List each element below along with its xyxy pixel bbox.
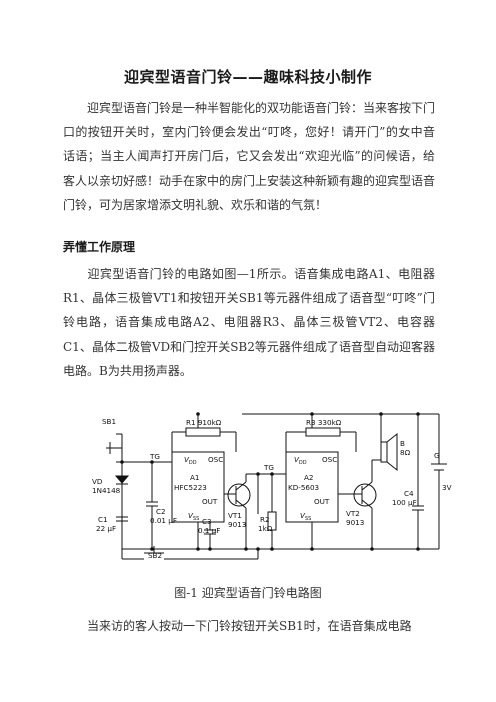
document-title: 迎宾型语音门铃——趣味科技小制作 — [123, 68, 372, 86]
label-a1: A1 — [190, 473, 200, 482]
label-vt1: VT1 — [228, 511, 242, 520]
label-r1: R1 910kΩ — [186, 418, 222, 427]
label-out2: OUT — [314, 497, 330, 506]
label-osc1: OSC — [208, 455, 223, 464]
circuit-diagram: SB1 VD 1N4148 C1 22 μF R1 910kΩ TG VDD O… — [92, 412, 452, 560]
label-b-value: 8Ω — [400, 448, 411, 457]
figure-caption: 图-1 迎宾型语音门铃电路图 — [174, 586, 322, 600]
label-r3: R3 330kΩ — [306, 418, 342, 427]
label-tg1: TG — [149, 452, 160, 461]
label-vdd2: VDD — [294, 455, 307, 466]
paragraph-intro-text: 迎宾型语音门铃是一种半智能化的双功能语音门铃：当来客按下门口的按钮开关时，室内门… — [63, 101, 436, 212]
label-c3-value: 0.1 μF — [198, 526, 220, 535]
label-tg2: TG — [263, 463, 274, 472]
label-g-value: 3V — [442, 483, 452, 492]
label-c1-value: 22 μF — [96, 524, 116, 533]
label-c3: C3 — [202, 517, 212, 526]
label-vt2-part: 9013 — [346, 518, 364, 527]
label-c2-value: 0.01 μF — [150, 516, 177, 525]
paragraph-principle: 迎宾型语音门铃的电路如图—1所示。语音集成电路A1、电阻器R1、晶体三极管VT1… — [63, 262, 435, 383]
label-sb1: SB1 — [102, 417, 116, 426]
paragraph-principle-text: 迎宾型语音门铃的电路如图—1所示。语音集成电路A1、电阻器R1、晶体三极管VT1… — [63, 267, 435, 378]
paragraph-operation: 当来访的客人按动一下门铃按钮开关SB1时，在语音集成电路 — [63, 614, 435, 638]
label-vt2: VT2 — [346, 509, 360, 518]
label-sb2: SB2 — [148, 551, 162, 560]
label-out1: OUT — [202, 497, 218, 506]
label-c4-value: 100 μF — [392, 498, 417, 507]
label-r2: R2 — [260, 515, 270, 524]
paragraph-operation-text: 当来访的客人按动一下门铃按钮开关SB1时，在语音集成电路 — [87, 619, 412, 633]
label-b: B — [400, 439, 405, 448]
label-c4: C4 — [404, 489, 414, 498]
label-vd: VD — [92, 477, 103, 486]
label-vt1-part: 9013 — [228, 520, 246, 529]
label-c2: C2 — [156, 507, 166, 516]
label-vd-part: 1N4148 — [92, 486, 121, 495]
label-a2: A2 — [304, 473, 314, 482]
label-a2-part: KD-5603 — [288, 483, 319, 492]
label-vdd1: VDD — [184, 455, 197, 466]
label-a1-part: HFC5223 — [174, 483, 207, 492]
label-r2-value: 1kΩ — [258, 524, 273, 533]
label-vss1: VSS — [188, 511, 199, 522]
section-heading: 弄懂工作原理 — [63, 240, 136, 254]
paragraph-intro: 迎宾型语音门铃是一种半智能化的双功能语音门铃：当来客按下门口的按钮开关时，室内门… — [63, 96, 435, 217]
label-c1: C1 — [98, 515, 108, 524]
label-vss2: VSS — [300, 511, 311, 522]
label-osc2: OSC — [322, 455, 337, 464]
label-g: G — [434, 451, 440, 460]
